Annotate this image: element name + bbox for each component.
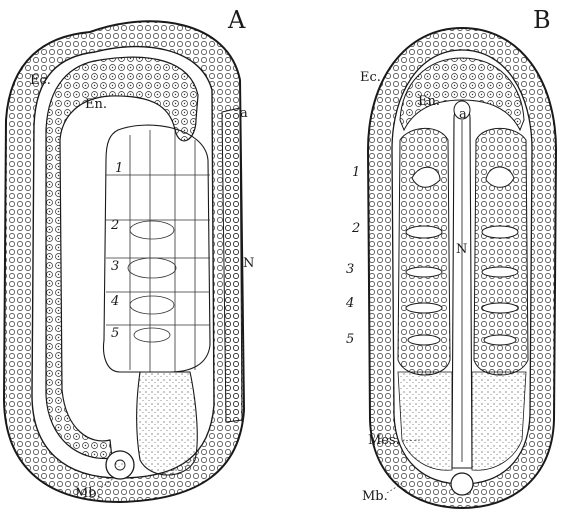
somite-b-5: 5 bbox=[346, 332, 354, 347]
somite-b-3: 3 bbox=[346, 262, 354, 277]
somite-a-1: 1 bbox=[115, 161, 123, 176]
panel-a-notochord bbox=[222, 108, 242, 422]
somite-b-2: 2 bbox=[351, 221, 360, 236]
label-b-endoderm: En. bbox=[418, 94, 440, 109]
label-b-mesenchyme: Mes. bbox=[368, 433, 400, 448]
somite-b-4: 4 bbox=[345, 296, 354, 311]
panel-b-mesoblast-cell bbox=[451, 473, 473, 495]
somite-a-2: 2 bbox=[110, 218, 119, 233]
somite-a-5: 5 bbox=[111, 326, 119, 341]
somite-a-3: 3 bbox=[111, 259, 119, 274]
somite-b-1: 1 bbox=[352, 165, 360, 180]
label-b-notochord: N bbox=[456, 242, 467, 257]
panel-a-tail bbox=[137, 372, 198, 475]
label-a-ectoderm: Ec. bbox=[30, 73, 51, 88]
panel-letter-b: B bbox=[533, 6, 551, 34]
panel-a: A Ec. En. a N Mb. 1 2 3 bbox=[4, 6, 254, 502]
somite-a-4: 4 bbox=[110, 294, 119, 309]
panel-b: B Ec. En. bbox=[345, 6, 556, 508]
label-a-endoderm: En. bbox=[85, 97, 107, 112]
panel-letter-a: A bbox=[227, 6, 246, 34]
label-a-anterior: a bbox=[240, 106, 248, 121]
panel-a-mesoblast-nucleus bbox=[115, 460, 125, 470]
label-b-mesoblast: Mb. bbox=[362, 489, 388, 504]
label-a-notochord: N bbox=[243, 256, 254, 271]
label-b-anterior: a bbox=[459, 107, 467, 122]
label-b-ectoderm: Ec. bbox=[360, 70, 381, 85]
label-a-mesoblast: Mb. bbox=[75, 486, 101, 501]
